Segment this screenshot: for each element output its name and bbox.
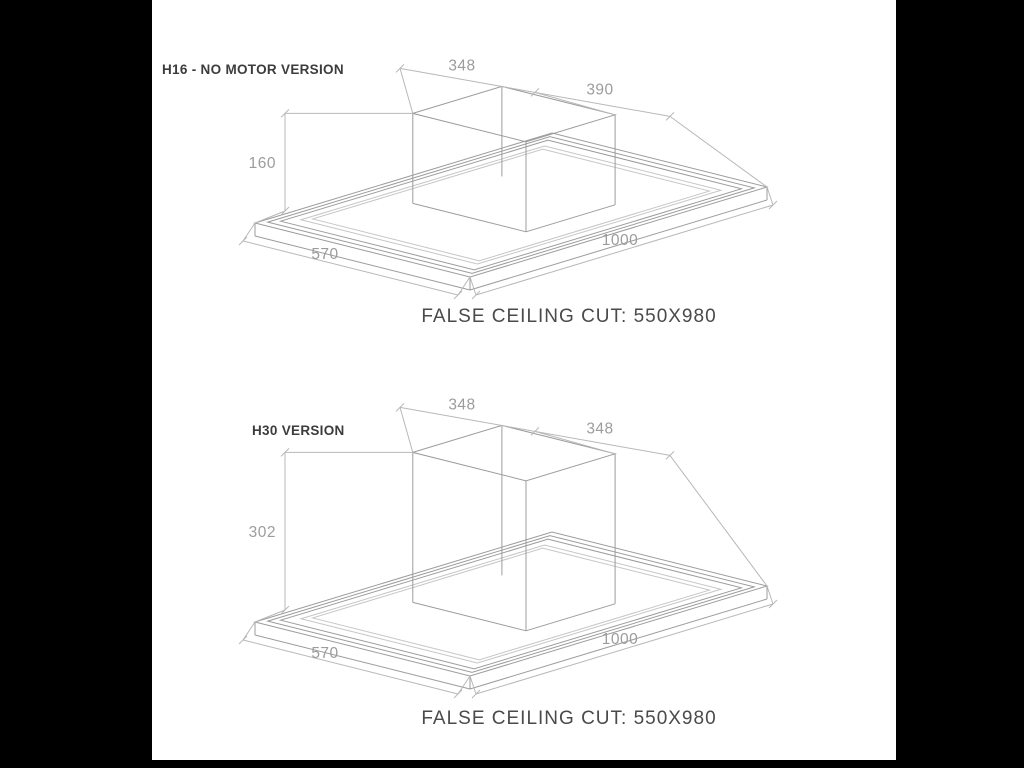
dim-top-right-label: 390 — [586, 81, 613, 98]
false-ceiling-cut-caption-h30: FALSE CEILING CUT: 550X980 — [421, 708, 717, 729]
dim-depth-label: 570 — [311, 246, 338, 263]
dim-width-label: 1000 — [602, 631, 638, 648]
h30-isometric-drawing: 348 348 302 570 1000 — [238, 396, 778, 699]
dim-height-label: 160 — [249, 155, 276, 172]
right-black-border — [896, 0, 1024, 768]
diagram-title-h30: H30 VERSION — [252, 423, 345, 438]
dim-height-label: 302 — [249, 524, 276, 541]
dim-top-left-label: 348 — [448, 396, 475, 413]
dim-top-left-label: 348 — [448, 57, 475, 74]
h16-isometric-drawing: 348 390 160 570 1000 — [238, 57, 778, 300]
dim-width-label: 1000 — [602, 232, 638, 249]
dim-top-right-label: 348 — [586, 420, 613, 437]
bottom-black-border — [0, 760, 1024, 768]
dim-depth-label: 570 — [311, 645, 338, 662]
left-black-border — [0, 0, 152, 768]
diagram-title-h16: H16 - NO MOTOR VERSION — [162, 62, 344, 77]
false-ceiling-cut-caption-h16: FALSE CEILING CUT: 550X980 — [421, 306, 717, 327]
